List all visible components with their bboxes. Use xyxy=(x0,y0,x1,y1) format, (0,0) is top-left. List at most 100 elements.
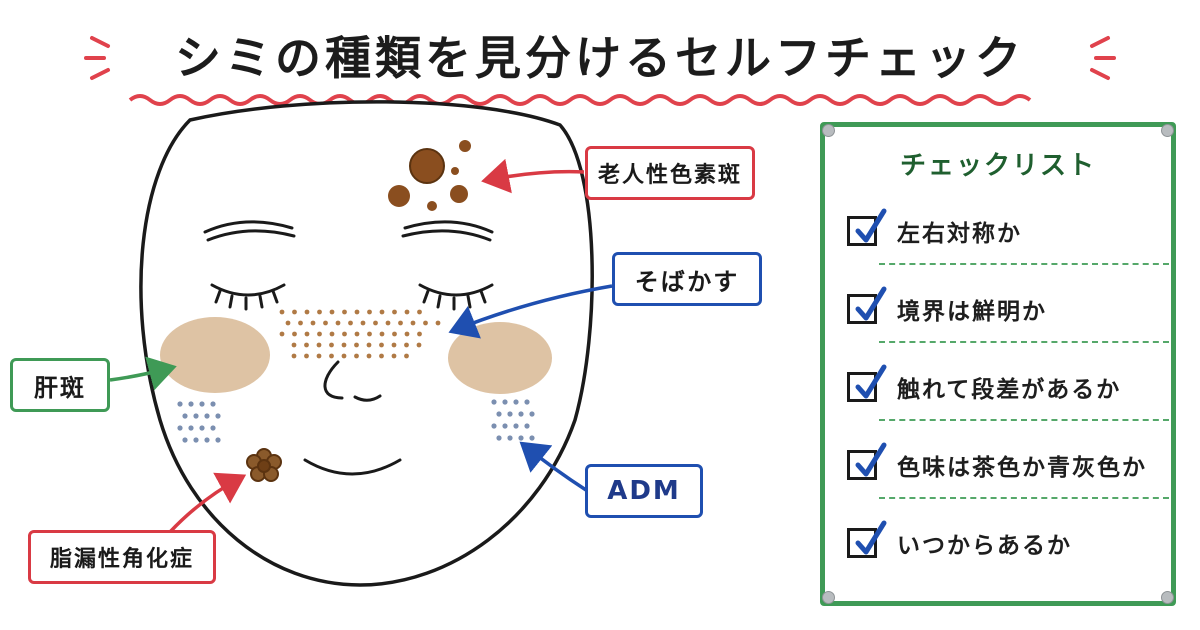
dot xyxy=(304,309,310,315)
checkmark-icon xyxy=(855,442,887,477)
dot xyxy=(310,320,316,326)
dot xyxy=(373,320,378,326)
dot xyxy=(182,413,188,419)
title-sparkle-left-icon xyxy=(84,36,110,80)
dot xyxy=(188,425,194,431)
dot xyxy=(507,411,513,417)
checkbox-checked[interactable] xyxy=(847,208,887,246)
senile-lentigo-spots xyxy=(388,140,471,211)
dot xyxy=(518,435,524,441)
dot xyxy=(367,331,372,337)
dot xyxy=(513,399,519,405)
pin-icon xyxy=(1161,124,1174,137)
dot xyxy=(317,309,322,315)
checklist-item[interactable]: 触れて段差があるか xyxy=(847,357,1167,417)
dot xyxy=(502,399,508,405)
checkmark-icon xyxy=(855,208,887,243)
arrow-shirou xyxy=(168,472,247,534)
eyebrow-left xyxy=(203,220,296,242)
checklist-item[interactable]: いつからあるか xyxy=(847,513,1167,573)
dot xyxy=(354,342,359,348)
dot xyxy=(329,342,334,348)
dot xyxy=(285,320,291,326)
dot xyxy=(342,331,347,337)
eyebrow-right xyxy=(401,220,494,242)
dot xyxy=(292,331,297,337)
arrow-adm xyxy=(519,441,587,492)
dot xyxy=(416,342,422,348)
eye-right-closed xyxy=(418,283,494,311)
dot xyxy=(210,401,216,407)
dot xyxy=(507,435,513,441)
dot xyxy=(518,411,524,417)
dot xyxy=(513,423,519,429)
checklist-item-text: 左右対称か xyxy=(897,221,1022,247)
label-senile-lentigo: 老人性色素斑 xyxy=(585,146,755,200)
dot xyxy=(435,320,441,326)
divider xyxy=(879,497,1169,499)
dot xyxy=(177,401,183,407)
dot xyxy=(392,309,397,315)
dot xyxy=(204,413,210,419)
melasma-patch-right xyxy=(448,322,552,394)
checklist-item[interactable]: 色味は茶色か青灰色か xyxy=(847,435,1167,495)
dot xyxy=(491,399,497,405)
dot xyxy=(316,342,322,348)
dot xyxy=(193,437,199,443)
dot xyxy=(215,437,221,443)
checkbox-checked[interactable] xyxy=(847,364,887,402)
checklist-panel: チェックリスト 左右対称か 境界は鮮明か 触れて段差があるか xyxy=(820,122,1176,606)
dot xyxy=(379,353,384,359)
adm-dots-left xyxy=(177,401,221,443)
arrow-rouhan xyxy=(481,158,585,194)
freckles-dots xyxy=(279,309,441,359)
checklist-item[interactable]: 境界は鮮明か xyxy=(847,279,1167,339)
checklist-item[interactable]: 左右対称か xyxy=(847,201,1167,261)
label-melasma: 肝斑 xyxy=(10,358,110,412)
checkbox-checked[interactable] xyxy=(847,442,887,480)
pin-icon xyxy=(822,591,835,604)
dot xyxy=(379,309,385,315)
dot xyxy=(529,435,535,441)
dot xyxy=(292,309,297,315)
dot xyxy=(379,342,384,348)
dot xyxy=(398,320,403,326)
dot xyxy=(366,342,372,348)
checkbox-checked[interactable] xyxy=(847,520,887,558)
dot xyxy=(177,425,183,431)
dot xyxy=(360,320,366,326)
seborrheic-keratosis-spot xyxy=(246,448,282,482)
dot xyxy=(379,331,385,337)
dot xyxy=(417,309,422,315)
dot xyxy=(304,331,310,337)
dot xyxy=(417,331,422,337)
dot xyxy=(354,309,360,315)
dot xyxy=(329,353,334,359)
label-freckles: そばかす xyxy=(612,252,762,306)
dot xyxy=(188,401,194,407)
dot xyxy=(385,320,391,326)
dot xyxy=(404,331,410,337)
adm-dots-right xyxy=(491,399,535,441)
dot xyxy=(193,413,199,419)
nose xyxy=(323,360,382,402)
dot xyxy=(215,413,221,419)
dot xyxy=(367,309,372,315)
dot xyxy=(529,411,535,417)
dot xyxy=(391,353,397,359)
divider xyxy=(879,341,1169,343)
dot xyxy=(404,353,409,359)
dot xyxy=(341,353,347,359)
checkmark-icon xyxy=(855,364,887,399)
title-wavy-underline xyxy=(128,94,1032,106)
dot xyxy=(279,331,285,337)
dot xyxy=(348,320,353,326)
arrow-sobakasu xyxy=(448,284,613,339)
dot xyxy=(204,437,210,443)
checkbox-checked[interactable] xyxy=(847,286,887,324)
dot xyxy=(304,342,309,348)
dot xyxy=(304,353,309,359)
dot xyxy=(392,331,397,337)
checklist-item-text: 境界は鮮明か xyxy=(897,299,1047,325)
